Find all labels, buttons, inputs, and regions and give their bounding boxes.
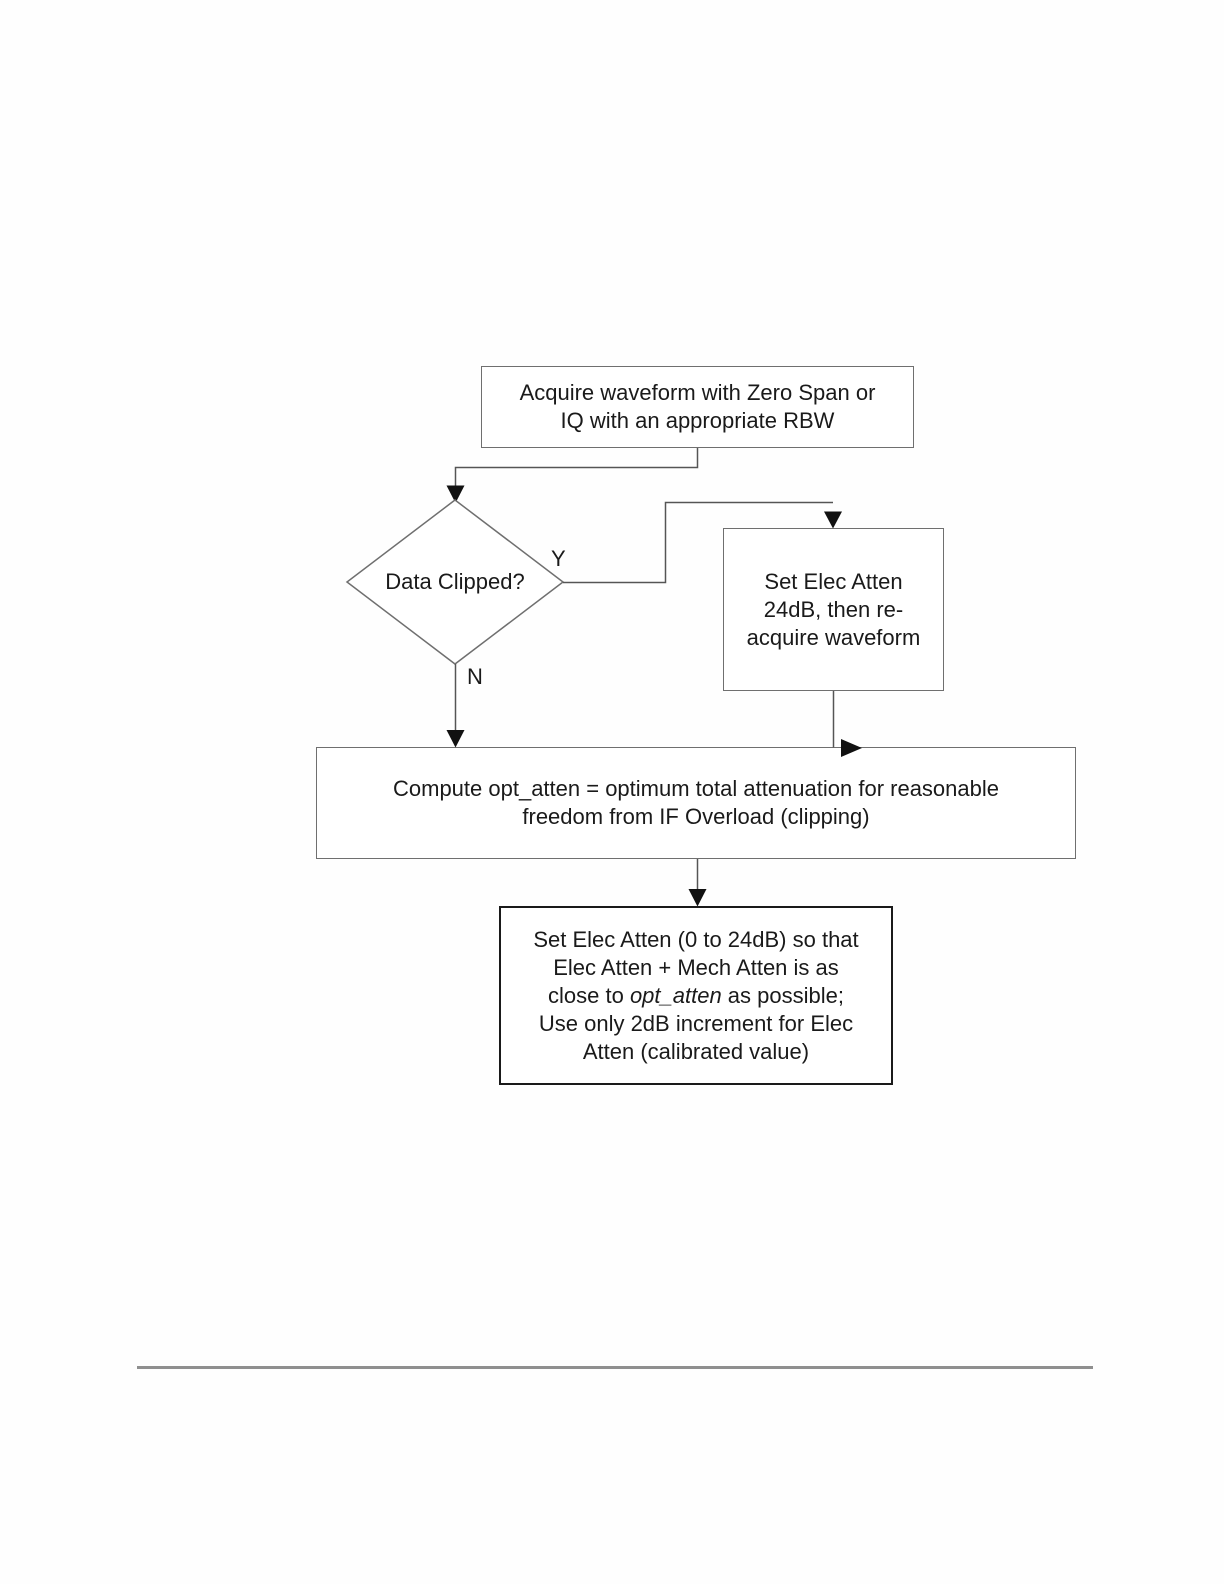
flowchart-node-compute-opt-atten: Compute opt_atten = optimum total attenu… [316,747,1076,859]
arrowhead-down-icon [824,511,842,529]
no-branch-label: N [467,664,483,689]
node-text-line: acquire waveform [746,624,921,650]
connector-acquire-to-decision [454,448,699,487]
arrowhead-down-icon [446,730,465,748]
node-text-segment: close to [548,982,630,1008]
node-text-line: Acquire waveform with Zero Span or [519,380,876,405]
node-text-line: 24dB, then re- [763,596,904,622]
arrowhead-down-icon [688,889,707,907]
node-text-line: Set Elec Atten [764,568,903,594]
node-text-line: close to opt_atten as possible; [548,982,844,1010]
node-text-line: Compute opt_atten = optimum total attenu… [393,776,999,801]
node-text-line: Atten (calibrated value) [582,1038,810,1064]
node-text-line: Set Elec Atten (0 to 24dB) so that [533,926,859,952]
node-text-line: Elec Atten + Mech Atten is as [553,954,839,980]
flowchart-node-set-elec-atten-24db: Set Elec Atten 24dB, then re- acquire wa… [723,528,944,691]
flowchart-node-set-elec-atten: Set Elec Atten (0 to 24dB) so that Elec … [499,906,893,1085]
footer-divider [137,1366,1093,1369]
opt-atten-italic: opt_atten [629,982,722,1008]
flowchart-node-acquire-waveform: Acquire waveform with Zero Span or IQ wi… [481,366,914,448]
node-text-line: freedom from IF Overload (clipping) [522,804,870,829]
decision-label: Data Clipped? [385,569,525,594]
node-text-segment: as possible; [721,982,844,1008]
yes-branch-label: Y [551,546,566,571]
node-text-line: Use only 2dB increment for Elec [538,1010,854,1036]
node-text-line: IQ with an appropriate RBW [560,408,835,433]
flowchart-node-data-clipped-decision: Data Clipped? [347,500,563,664]
